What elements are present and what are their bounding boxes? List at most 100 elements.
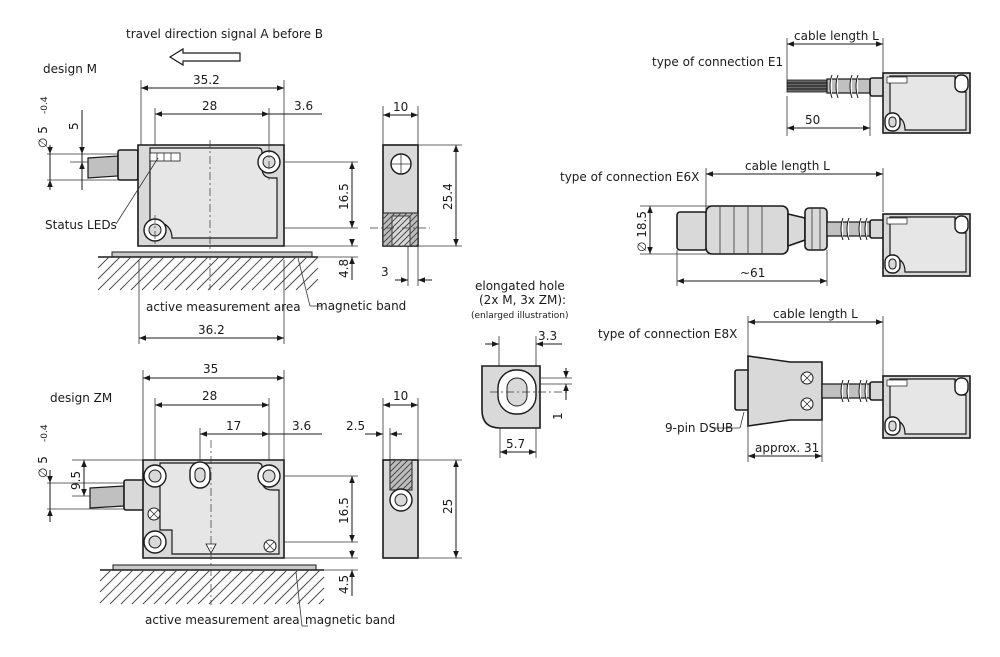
design-m-dim-right-text: 3.6 [294, 99, 313, 113]
design-m-dim-width-text: 35.2 [193, 73, 220, 87]
design-zm-sensor-body [142, 440, 285, 605]
ground-hatch-line [197, 569, 233, 605]
elongated-hole-title: elongated hole [475, 279, 565, 293]
design-m-dim-cable-tol: -0.4 [40, 96, 50, 114]
side-zm-view: 10 2.5 25 [346, 389, 462, 559]
connection-e6x-cable-length: cable length L [745, 159, 830, 173]
section-hatch-line [389, 459, 409, 479]
design-zm-magnetic-band-label: magnetic band [305, 613, 395, 627]
section-hatch-line [382, 212, 390, 220]
section-hatch-line [389, 467, 413, 491]
status-led-icon [149, 152, 181, 162]
connection-e8x-label: type of connection E8X [598, 327, 737, 341]
connection-e1-dim-cable: cable length L [786, 29, 884, 80]
ground-hatch-line [99, 569, 134, 604]
connection-e6x-dim-length: ~61 [676, 250, 828, 286]
connection-e8x-sensor [882, 375, 971, 439]
section-hatch-line [409, 237, 419, 247]
ground-hatch-line [208, 569, 244, 605]
section-hatch-line [389, 459, 403, 473]
design-m-dim-right: 3.6 [269, 99, 322, 115]
ground-hatch-line [229, 256, 264, 291]
ground-hatch-line [252, 569, 288, 605]
connection-e8x-connector [734, 355, 885, 427]
ground-hatch-line [97, 256, 110, 269]
design-zm-dim-height-text: 16.5 [337, 497, 351, 524]
section-hatch-line [415, 243, 419, 247]
design-m-dim-height: 16.5 4.8 [284, 161, 358, 280]
ground-hatch-line [207, 256, 242, 291]
design-m-magnetic-band-label: magnetic band [316, 299, 406, 313]
ground-hatch-line [174, 256, 209, 291]
side-m-dim-thickness: 10 [393, 100, 408, 114]
connection-e1-cable-length: cable length L [794, 29, 879, 43]
ground-hatch-line [109, 569, 145, 605]
connection-e8x-dsub-label: 9-pin DSUB [665, 421, 733, 435]
ground-hatch-line [307, 587, 325, 605]
design-m-dim-bottom-text: 36.2 [198, 323, 225, 337]
ground-hatch-line [130, 256, 165, 291]
connection-e6x-dim-dia: ∅ 18.5 [635, 211, 649, 252]
ground-hatch-line [120, 569, 156, 605]
section-hatch-line [403, 231, 419, 247]
ground-hatch-line [296, 576, 325, 605]
connection-e6x-dim-length: ~61 [740, 266, 765, 280]
ground-hatch-line [153, 569, 189, 605]
section-hatch-line [382, 212, 396, 226]
design-m-dim-bottom: 36.2 [138, 260, 285, 344]
design-m-dim-holes-text: 28 [202, 99, 217, 113]
design-zm-dim-cable-dia: ∅ 5 [36, 456, 50, 478]
ground-hatch-line [97, 256, 132, 291]
connection-e1-dim-50: 50 [786, 96, 871, 136]
connection-e6x-dim-cable: cable length L [705, 159, 884, 212]
section-hatch-line [382, 212, 408, 238]
ground-hatch-line [262, 256, 297, 291]
connection-e6x-dim-dia: ∅ 18.5 [635, 205, 720, 255]
design-m-dim-width: 35.2 [140, 73, 285, 150]
ground-hatch-line [274, 569, 310, 605]
status-leds-label: Status LEDs [45, 218, 117, 232]
elongated-hole-note: (enlarged illustration) [471, 311, 569, 321]
ground-hatch-line [108, 256, 143, 291]
section-hatch-line [397, 225, 419, 247]
design-m-dim-gap-text: 4.8 [337, 259, 351, 278]
design-zm-active-area-label: active measurement area [145, 613, 300, 627]
connection-e1-sensor [882, 72, 971, 134]
design-m-cable [87, 149, 139, 181]
design-m-dim-height-text: 16.5 [337, 183, 351, 210]
ground-hatch-line [186, 569, 222, 605]
section-hatch-line [391, 219, 419, 247]
design-zm-dim-inner: 17 3.6 [199, 419, 322, 460]
ground-hatch-line [142, 569, 178, 605]
ground-hatch-line [263, 569, 299, 605]
connection-e8x-dim-length: approx. 31 [747, 420, 823, 462]
side-m-dim-height: 25.4 [441, 183, 455, 210]
section-hatch-line [407, 485, 413, 491]
ground-hatch-line [99, 569, 112, 582]
travel-direction-label: travel direction signal A before B [126, 27, 323, 41]
design-m-dim-cable-dia: ∅ 5 [36, 126, 50, 148]
side-m-view: 10 25.4 3 [370, 100, 462, 286]
connection-e8x-dim-cable: cable length L [747, 307, 884, 376]
design-zm-dim-cable: ∅ 5 -0.4 9.5 [36, 424, 143, 522]
connection-e8x-cable-length: cable length L [773, 307, 858, 321]
ground-hatch-line [318, 598, 325, 605]
ground-hatch-line [97, 256, 121, 280]
ground-hatch-line [152, 256, 187, 291]
side-m-dim-offset: 3 [381, 265, 389, 279]
elongated-hole-detail: elongated hole (2x M, 3x ZM): (enlarged … [471, 279, 572, 458]
connection-e8x-dim-length: approx. 31 [755, 441, 819, 455]
ground-hatch-line [251, 256, 286, 291]
elongated-hole-dim-slot: 1 [551, 412, 565, 420]
design-zm-dim-cable-tol: -0.4 [40, 424, 50, 442]
travel-direction-arrow-icon [168, 47, 241, 67]
section-hatch-line [385, 213, 419, 247]
design-zm-dim-right-text: 3.6 [292, 419, 311, 433]
ground-hatch-line [273, 256, 308, 291]
ground-hatch-line [219, 569, 255, 605]
design-zm-dim-width: 35 [142, 362, 285, 460]
side-zm-dim-height: 25 [441, 499, 455, 514]
ground-hatch-line [141, 256, 176, 291]
connection-e1-label: type of connection E1 [652, 55, 783, 69]
connection-e6x-connector [676, 205, 885, 255]
